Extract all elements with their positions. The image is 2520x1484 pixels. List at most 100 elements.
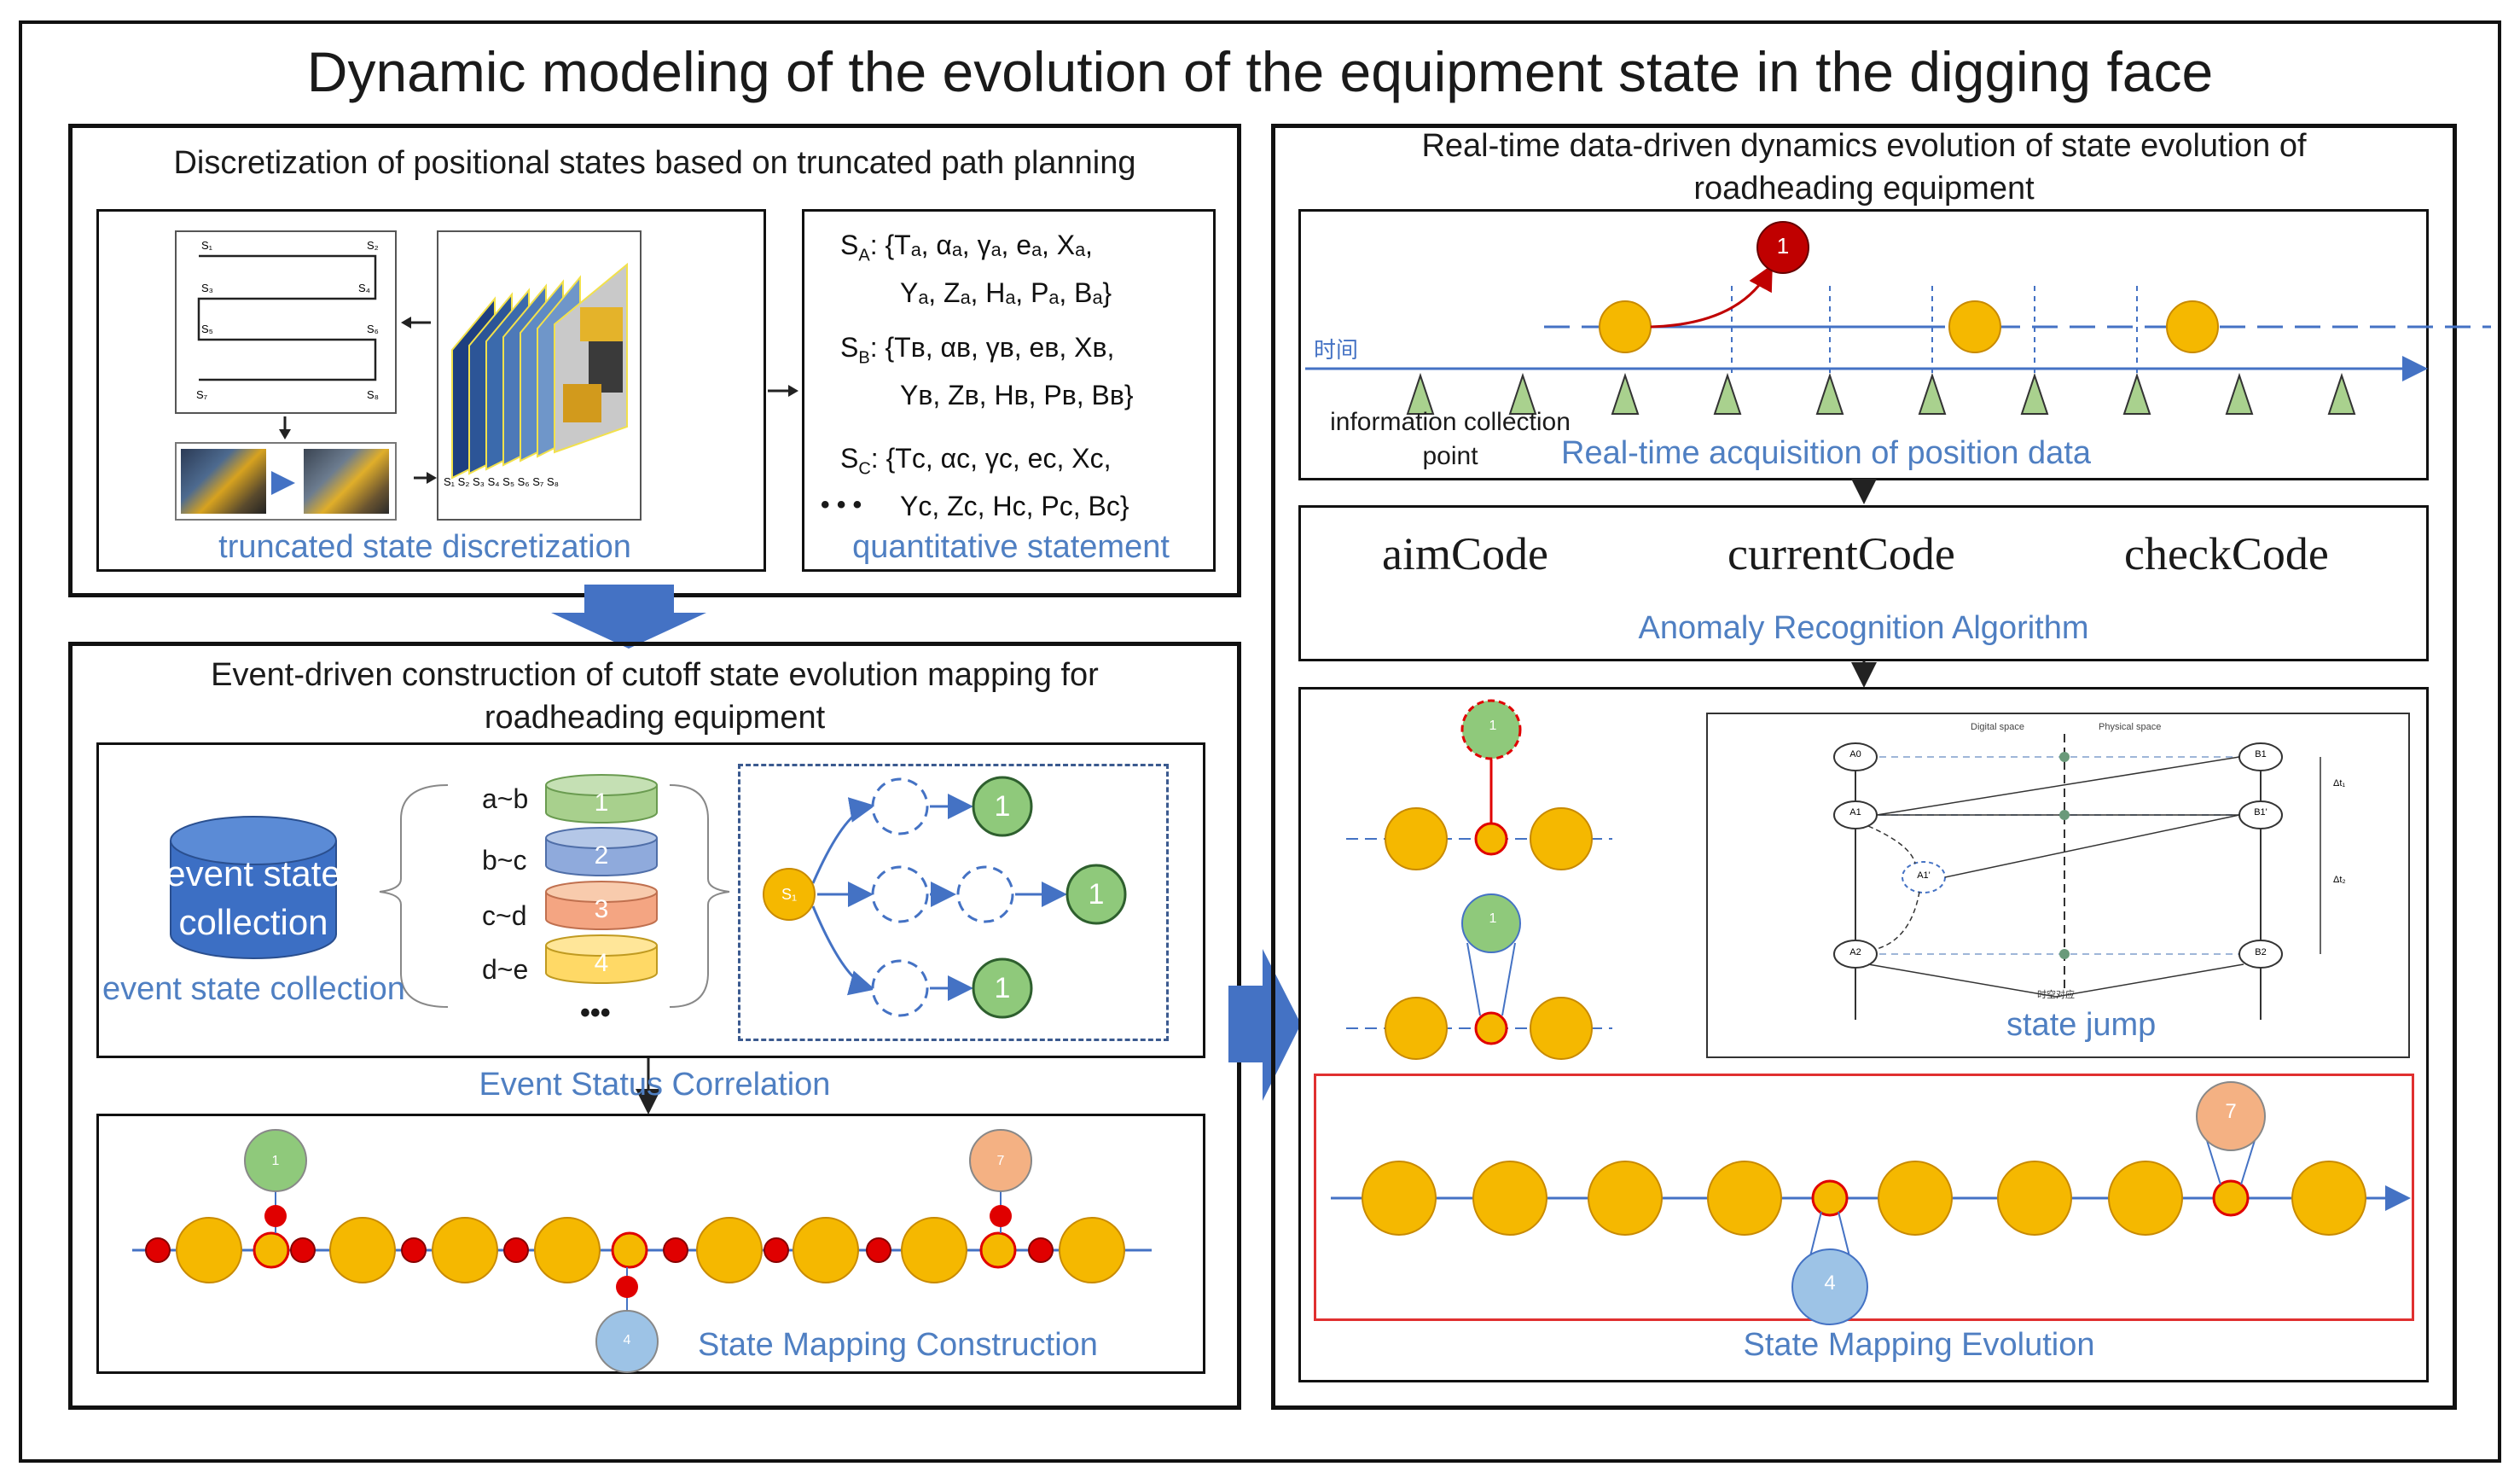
path-planning-box [175,230,397,414]
quantitative-statement-caption: quantitative statement [852,529,1170,565]
range-num-1: 1 [594,789,609,817]
panel-b-title-line2: roadheading equipment [484,700,826,736]
evo-state-node [2291,1161,2366,1236]
inset-node-a2: A2 [1849,947,1861,957]
statement-sa-sub: A [858,246,870,265]
mini-chain-current [1474,1011,1508,1045]
graph-start-node: S₁ [781,886,798,903]
check-code-label: checkCode [2124,528,2329,579]
chain-b-state-node [979,1231,1017,1269]
statement-sa-name: S [840,230,859,260]
chain-b-state-node [432,1217,498,1283]
statement-sc: SC: {Tᴄ, αᴄ, γᴄ, eᴄ, Xᴄ, Yᴄ, Zᴄ, Hᴄ, Pᴄ,… [840,439,1129,525]
panel-c-title-line1: Real-time data-driven dynamics evolution… [1421,128,2307,164]
range-bc: b~c [482,845,527,876]
mini-chain-state [1530,997,1593,1060]
inset-col-left: Digital space [1971,722,2024,732]
evo-current-node [2212,1179,2250,1217]
time-axis-label: 时间 [1314,337,1359,363]
panel-real-time [1271,124,2457,1410]
timeline-state-node [2166,300,2219,353]
inset-delta-1: Δt₁ [2333,778,2346,789]
chain-b-state-node [329,1217,396,1283]
mini-chain-link [1466,942,1481,1016]
state-jump-box [1706,713,2410,1058]
inset-link [1876,891,1920,950]
evo-state-node [2108,1161,2183,1236]
path-label-s7: S₇ [196,388,208,401]
range-de: d~e [482,954,529,985]
inset-cross-dot [2059,810,2070,820]
acquisition-caption: Real-time acquisition of position data [1561,435,2092,471]
chain-b-state-node [696,1217,763,1283]
photo-roadheader-1 [181,449,266,514]
chain-b-state-node [1059,1217,1125,1283]
range-cd: c~d [482,900,527,931]
statement-sc-sub: C [858,459,871,479]
graph-node-1b: 1 [1088,878,1105,911]
graph-node-1c: 1 [994,972,1011,1004]
inset-node-b1: B1 [2255,749,2267,759]
statement-sa-line1: {Tₐ, αₐ, γₐ, eₐ, Xₐ, [885,230,1093,260]
range-num-4: 4 [594,949,609,977]
evolution-red-box [1314,1074,2414,1321]
evo-top-node-7: 7 [2225,1100,2237,1123]
range-ab: a~b [482,783,529,814]
anomaly-caption: Anomaly Recognition Algorithm [1638,610,2089,646]
chain-b-red-node [290,1237,316,1263]
collection-point-marker [1918,372,1947,415]
jump-node-circle [1756,221,1809,274]
collection-point-marker [2122,372,2151,415]
state-mapping-box [96,1114,1205,1374]
mini-chain-state [1530,807,1593,870]
inset-node-b2: B2 [2255,947,2267,957]
range-ellipsis: ••• [580,997,611,1029]
state-mapping-evolution-caption: State Mapping Evolution [1743,1327,2095,1363]
statement-sc-line2: Yᴄ, Zᴄ, Hᴄ, Pᴄ, Bᴄ} [900,491,1129,522]
mini-node-top: 1 [1489,719,1497,733]
chain-b-red-node [145,1237,171,1263]
inset-link [1867,825,1916,864]
path-label-s2: S₂ [367,239,379,252]
inset-delta-2: Δt₂ [2333,875,2346,885]
panel-a-left-box [96,209,766,572]
statement-sa-line2: Yₐ, Zₐ, Hₐ, Pₐ, Bₐ} [900,277,1112,309]
photo-strip-box [175,442,397,521]
inset-link [1876,756,2240,816]
panel-c-title-line2: roadheading equipment [1693,171,2035,207]
evo-link [2204,1134,2221,1185]
chain-b-state-node [534,1217,601,1283]
evo-bottom-node-4: 4 [1824,1272,1836,1295]
mini-chain-top-node [1460,699,1522,760]
chain-b-red-node [866,1237,891,1263]
chain-b-bottom-node-4 [595,1310,659,1373]
chain-b-top-node-7 [969,1129,1032,1192]
current-code-label: currentCode [1727,528,1955,579]
codes-box [1298,505,2429,661]
database-label-line2: collection [178,902,328,942]
statement-sb: SB: {Tʙ, αʙ, γʙ, eʙ, Xʙ, Yʙ, Zʙ, Hʙ, Pʙ,… [840,329,1134,414]
jump-node: 1 [1776,233,1790,259]
mapping-bottom-node-4: 4 [623,1333,631,1347]
chain-b-state-node [253,1231,290,1269]
evo-state-node [1997,1161,2072,1236]
statement-sb-name: S [840,332,859,363]
evo-state-node [1588,1161,1663,1236]
truncated-state-caption: truncated state discretization [218,529,631,565]
photo-roadheader-2 [304,449,389,514]
inset-node [2238,940,2283,969]
inset-cross-dot [2059,949,2070,959]
chain-b-red-node [764,1237,789,1263]
inset-node-b1p: B1' [2254,807,2267,818]
mini-chain-state [1385,997,1448,1060]
panel-b-title-line1: Event-driven construction of cutoff stat… [211,657,1099,693]
range-num-3: 3 [594,895,609,923]
